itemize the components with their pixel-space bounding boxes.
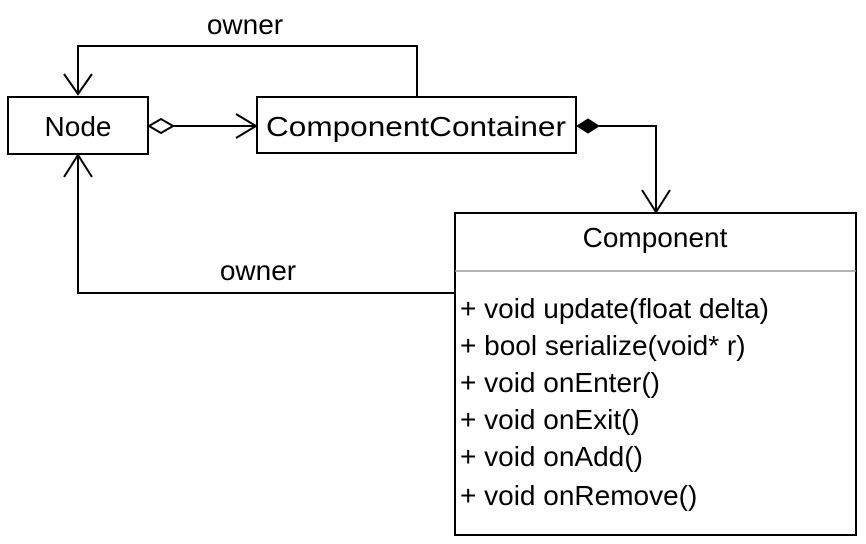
container-owner-label: owner bbox=[207, 9, 283, 40]
component-container-class-name: ComponentContainer bbox=[266, 111, 566, 142]
component-owner-association: owner bbox=[63, 153, 455, 294]
node-class: Node bbox=[7, 96, 149, 155]
component-class-box bbox=[454, 212, 857, 536]
component-class-name: Component bbox=[583, 222, 728, 253]
component-method-list: + void update(float delta) + bool serial… bbox=[460, 293, 769, 511]
component-method: + void onEnter() bbox=[460, 367, 660, 398]
component-owner-label: owner bbox=[220, 255, 296, 286]
container-owner-association: owner bbox=[63, 9, 418, 96]
container-owner-arrowhead bbox=[63, 73, 93, 96]
aggregation-diamond bbox=[147, 117, 175, 135]
node-container-aggregation bbox=[147, 113, 258, 139]
node-class-box bbox=[7, 96, 149, 155]
component-method: + void onRemove() bbox=[460, 480, 697, 511]
component-method: + void onExit() bbox=[460, 404, 640, 435]
node-class-name: Node bbox=[45, 111, 112, 142]
component-class: Component + void update(float delta) + b… bbox=[454, 212, 857, 536]
composition-diamond bbox=[576, 118, 600, 134]
component-method: + void update(float delta) bbox=[460, 293, 769, 324]
component-container-class: ComponentContainer bbox=[256, 96, 577, 154]
component-container-class-box bbox=[256, 96, 577, 154]
component-method: + bool serialize(void* r) bbox=[460, 330, 746, 361]
container-component-composition bbox=[576, 118, 671, 214]
component-method: + void onAdd() bbox=[460, 441, 643, 472]
